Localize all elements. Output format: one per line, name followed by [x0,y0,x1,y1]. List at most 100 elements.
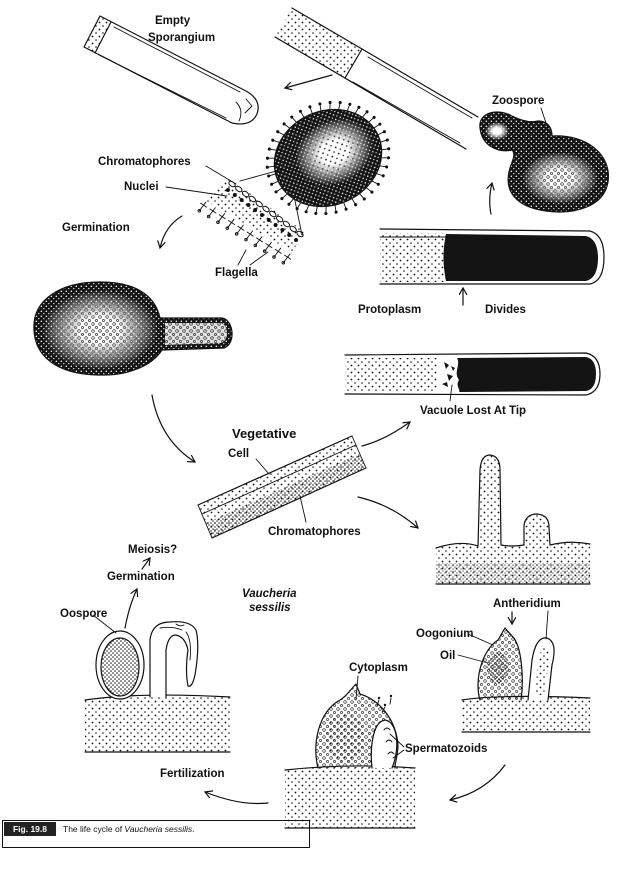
flagellum-hair-tip [363,198,365,200]
arrow-to-sex-organs [358,497,418,528]
label-empty: Empty [155,15,191,27]
zoospore-light-center-cells [522,152,598,204]
flagellum-hair-tip [283,123,285,125]
oospore-filament-cytoplasm [85,695,230,752]
flagellum-hair [285,125,290,129]
oogonium-oil [487,652,509,684]
flagellum-hair-tip [373,116,375,118]
chromatophores-leader-top [206,166,236,184]
flagellum-hair [271,149,277,150]
oospore [101,638,139,696]
germinating-zoospore [34,282,232,375]
flagellum-crossbar [285,255,291,259]
oospore-stage [85,622,230,752]
spermatozoid-dots [378,695,392,706]
arrow-to-vegetative [152,395,195,462]
flagellum-hair-tip [388,148,390,150]
germinating-cells [42,290,158,370]
fert-egg-cytoplasm [325,714,365,762]
flagellum-hair [347,105,349,111]
arrow-to-empty-sporangium [285,75,332,88]
flagellum-hair-tip [339,101,341,103]
nucleus [267,219,270,222]
nucleus [254,209,257,212]
flagellum-hair [380,140,386,142]
flagellum-hair [355,108,358,113]
empty-antheridium [150,622,198,697]
dividing-protoplasm [444,234,599,281]
label-cytoplasm: Cytoplasm [349,662,408,674]
flagellum-crossbar [219,215,225,219]
nucleus [281,229,284,232]
flagellum-hair-tip [272,139,274,141]
label-chromatophores-mid: Chromatophores [268,526,361,538]
flagellum-hair [310,108,312,114]
label-meiosis: Meiosis? [128,544,177,556]
flagellum-hair-tip [325,212,327,214]
label-spermatozoids: Spermatozoids [405,743,487,755]
flagellum-hair-tip [266,166,268,168]
spermatozoid-dot [390,695,392,697]
flagellum-hair [279,132,284,135]
flagellum-hair [335,205,336,211]
young-chromatophore-layer [436,563,590,583]
flagellum-hair-tip [268,175,270,177]
vacuole-filament [345,353,600,395]
flagellum-hair [352,199,355,204]
label-cell: Cell [228,448,249,460]
flagellum-hair-tip [329,101,331,103]
flagellum-hair-tip [386,139,388,141]
chromatophores-leader-mid [300,496,306,522]
flagellum-crossbar [275,249,281,253]
flagellum-hair-tip [349,103,351,105]
flagellum-hair [277,188,282,191]
nucleus [247,204,250,207]
figure-number: Fig. 19.8 [4,822,56,836]
mature-sex-organs [462,628,590,732]
vacuole-leader [450,385,452,401]
flagellum-hair-tip [379,123,381,125]
flagellum-hair [359,194,363,198]
figure-caption: Fig. 19.8 The life cycle of Vaucheria se… [2,820,310,848]
germ-tube-cells [165,323,227,345]
flagellum-crossbar [229,221,235,225]
spermatozoid-dot [384,704,386,706]
flagellum-hair [320,105,321,111]
flagellum-crossbar [210,209,216,213]
label-oogonium: Oogonium [416,628,474,640]
filament-cytoplasm [275,8,362,78]
flagellum-hair [362,113,366,118]
flagellum-hair [382,149,388,150]
emerging-zoospore [480,112,609,212]
flagellum-hair-tip [268,148,270,150]
nucleus [295,239,298,242]
flagellum-hair-tip [315,212,317,214]
nucleus [261,214,264,217]
nucleus [288,234,291,237]
flagellum-hair-tip [305,211,307,213]
flagellum-hair [376,174,382,176]
nucleus [240,199,243,202]
tip-protoplasm [457,357,596,392]
label-flagella: Flagella [215,267,258,279]
zoospore-to-detail-line-1 [240,170,280,181]
flagellum-hair-tip [345,208,347,210]
arrow-release-zoospore [490,183,492,214]
flagellum-crossbar [238,226,244,230]
flagellum-hair [270,174,276,176]
label-oospore: Oospore [60,608,107,620]
flagellum-hair [268,166,274,167]
label-nuclei: Nuclei [124,181,159,193]
flagellum-hair [298,203,301,208]
flagellum-hair [339,104,340,110]
flagellum-hair-tip [275,191,277,193]
flagellum-hair [293,118,297,122]
flagellum-hair-tip [277,131,279,133]
flagellum-hair [274,141,280,143]
flagellum-hair [316,206,317,212]
label-antheridium: Antheridium [493,598,561,610]
nucleus [274,224,277,227]
protoplasm-fragments [442,362,455,387]
arrow-to-meiosis [142,558,150,569]
flagellum-crossbar [201,203,207,207]
